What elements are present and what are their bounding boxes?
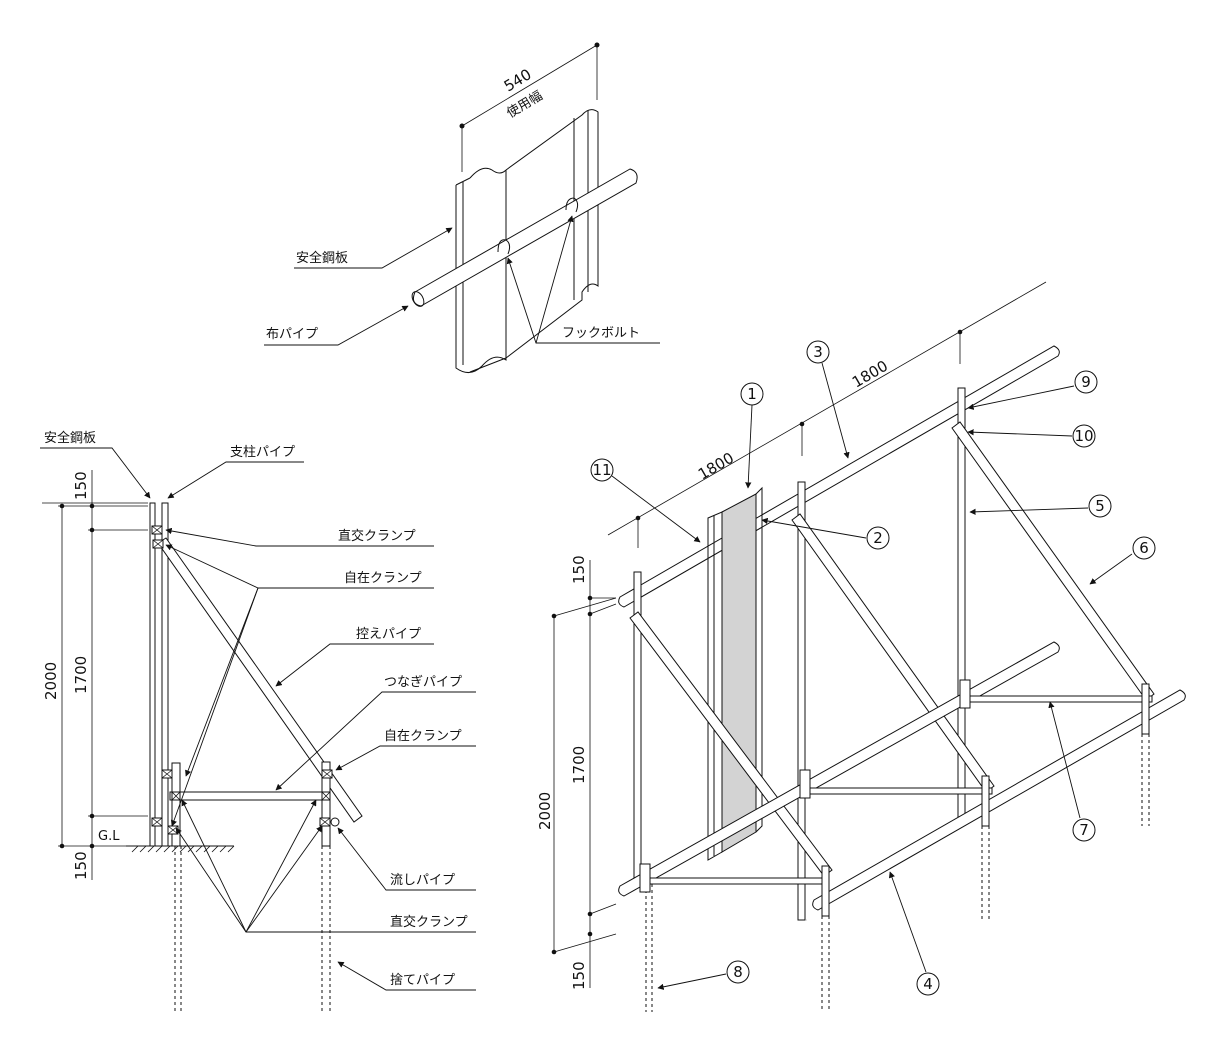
svg-text:10: 10: [1074, 427, 1093, 445]
callout-9: 9: [967, 370, 1098, 410]
leader-orthogonal-clamp-bottom-4: [181, 799, 247, 933]
svg-text:4: 4: [923, 975, 933, 993]
side-dim-middle: 1700: [72, 656, 90, 694]
label-orthogonal-clamp-bottom: 直交クランプ: [390, 914, 468, 930]
label-cloth-pipe-top: 布パイプ: [266, 327, 318, 342]
label-hook-bolt: フックボルト: [562, 326, 640, 341]
label-post-pipe: 支柱パイプ: [230, 445, 295, 460]
connecting-pipe-side: [169, 791, 331, 801]
callout-8: 8: [657, 960, 750, 990]
hook-bolt-right: [565, 197, 579, 213]
leader-hook-bolt-2: [535, 215, 574, 344]
callout-6: 6: [1089, 536, 1156, 585]
hook-bolt-left: [497, 239, 511, 255]
iso-span-right: 1800: [849, 357, 891, 392]
iso-span-dimension: 1800 1800: [607, 281, 1047, 548]
callout-5: 5: [969, 494, 1112, 518]
cloth-pipe-detail: [411, 168, 638, 307]
callout-2: 2: [761, 517, 890, 550]
callout-3: 3: [806, 340, 850, 459]
iso-view: 1800 1800: [536, 281, 1186, 1012]
ground-hatch: [131, 845, 235, 853]
svg-text:11: 11: [592, 461, 611, 479]
post-pipe-side: [161, 502, 169, 847]
iso-posts: [633, 387, 966, 1012]
iso-dim-bottom: 150: [570, 961, 588, 990]
callout-1: 1: [740, 382, 764, 489]
leader-orthogonal-clamp-top: [165, 527, 434, 547]
iso-front-posts: [821, 683, 1150, 1012]
iso-dim-total: 2000: [536, 792, 554, 830]
front-post-side: [321, 761, 331, 847]
side-dimensions: 150 1700 2000 150 G.L: [42, 470, 148, 880]
leader-swivel-clamp-top-3: [170, 587, 259, 827]
width-value: 540: [501, 65, 535, 95]
leader-flow-pipe: [337, 827, 476, 891]
top-detail: 540 使用幅 安全鋼板 布パイプ フックボルト: [264, 42, 660, 373]
leader-orthogonal-clamp-bottom-3: [245, 799, 317, 933]
side-dim-bottom: 150: [72, 851, 90, 880]
callout-11: 11: [590, 458, 701, 543]
label-connecting-pipe: つなぎパイプ: [384, 675, 462, 690]
steel-plate-side: [149, 502, 156, 847]
callout-4: 4: [888, 871, 940, 996]
iso-clamps: [639, 679, 971, 893]
ground-level-label: G.L: [98, 829, 120, 844]
label-steel-plate-top: 安全鋼板: [296, 250, 348, 266]
label-flow-pipe: 流しパイプ: [390, 873, 455, 888]
label-swivel-clamp-top: 自在クランプ: [344, 571, 422, 586]
label-anchor-pipe: 捨てパイプ: [390, 972, 455, 988]
leader-steel-plate-top: [294, 227, 453, 269]
side-view: 150 1700 2000 150 G.L 安全鋼板 支柱パイプ 直交クランプ …: [40, 430, 476, 1012]
svg-text:3: 3: [813, 343, 823, 361]
svg-text:1: 1: [747, 385, 757, 403]
leader-connecting-pipe: [275, 691, 476, 791]
side-dim-total: 2000: [42, 662, 60, 700]
label-orthogonal-clamp-top: 直交クランプ: [338, 528, 416, 544]
leader-swivel-clamp-top-2: [185, 587, 259, 777]
label-brace-pipe: 控えパイプ: [356, 627, 421, 642]
leader-cloth-pipe-top: [264, 305, 409, 346]
leader-post-pipe: [167, 461, 304, 499]
side-dim-top: 150: [72, 471, 90, 500]
iso-braces: [629, 421, 1155, 877]
label-swivel-clamp-bottom: 自在クランプ: [384, 729, 462, 744]
svg-text:2: 2: [873, 529, 883, 547]
clamps-side: [151, 525, 340, 835]
iso-lower-rails: [618, 641, 1186, 911]
leader-brace-pipe: [275, 643, 434, 687]
leader-steel-plate-side: [40, 447, 151, 499]
svg-text:7: 7: [1079, 821, 1089, 839]
iso-span-left: 1800: [695, 449, 737, 484]
callout-10: 10: [967, 424, 1096, 448]
iso-callouts: 1 2 3 4 5: [590, 340, 1156, 996]
svg-text:5: 5: [1095, 497, 1105, 515]
leader-swivel-clamp-bottom: [335, 745, 476, 771]
iso-dim-middle: 1700: [570, 746, 588, 784]
label-steel-plate-side: 安全鋼板: [44, 430, 96, 446]
leader-orthogonal-clamp-bottom-2: [245, 825, 323, 933]
svg-text:6: 6: [1139, 539, 1149, 557]
callout-7: 7: [1048, 701, 1096, 842]
iso-vertical-dimensions: 150 1700 2000 150: [536, 555, 617, 990]
iso-dim-top: 150: [570, 555, 588, 584]
leader-anchor-pipe: [337, 961, 476, 991]
svg-text:9: 9: [1081, 373, 1091, 391]
svg-text:8: 8: [733, 963, 743, 981]
